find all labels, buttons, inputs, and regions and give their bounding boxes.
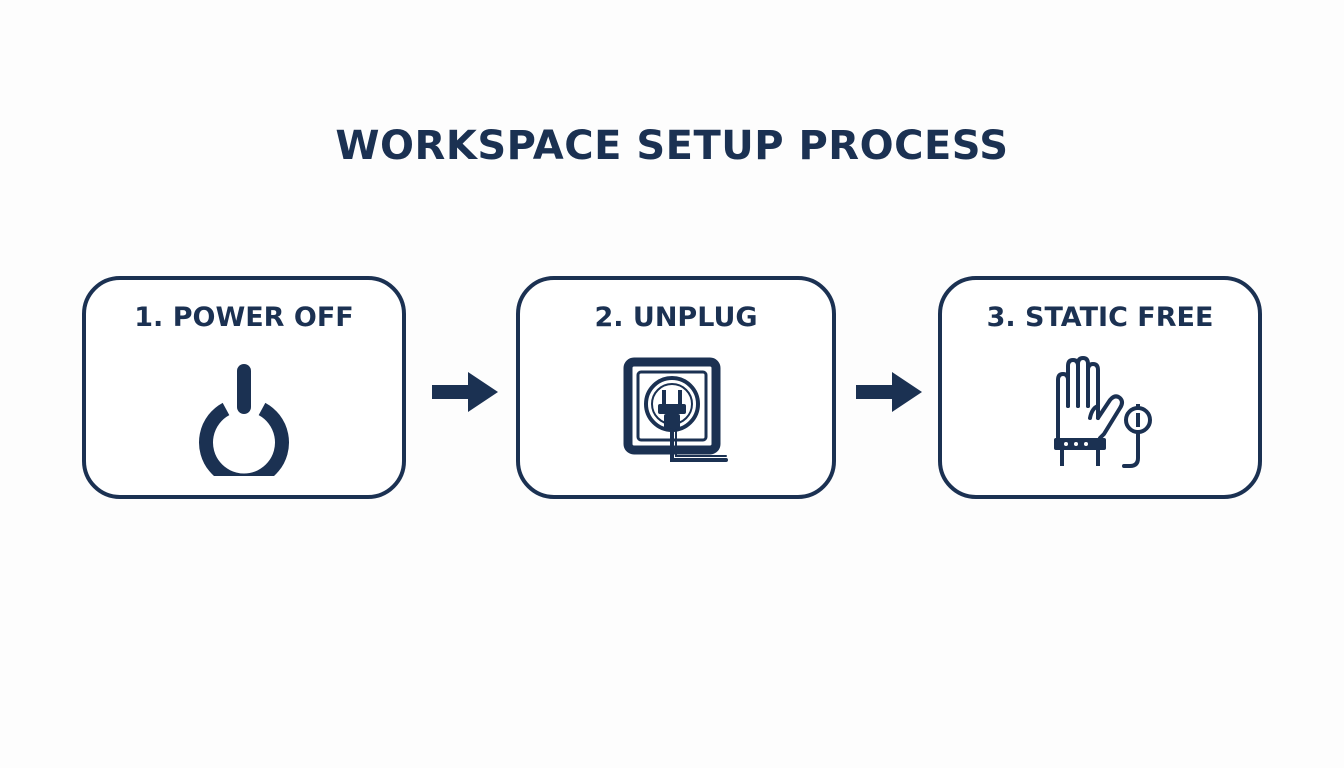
arrow-right-icon — [432, 372, 498, 412]
arrow-right-icon — [856, 372, 922, 412]
diagram-title: WORKSPACE SETUP PROCESS — [335, 123, 1009, 169]
step-power-off: 1. POWER OFF — [82, 276, 406, 499]
step-unplug: 2. UNPLUG — [516, 276, 836, 499]
step-label: 1. POWER OFF — [134, 302, 354, 333]
step-label: 2. UNPLUG — [594, 302, 758, 333]
step-static-free: 3. STATIC FREE — [938, 276, 1262, 499]
power-icon — [184, 356, 304, 476]
unplug-icon — [616, 356, 736, 476]
step-label: 3. STATIC FREE — [986, 302, 1214, 333]
antistatic-wrist-strap-icon — [1040, 356, 1160, 476]
